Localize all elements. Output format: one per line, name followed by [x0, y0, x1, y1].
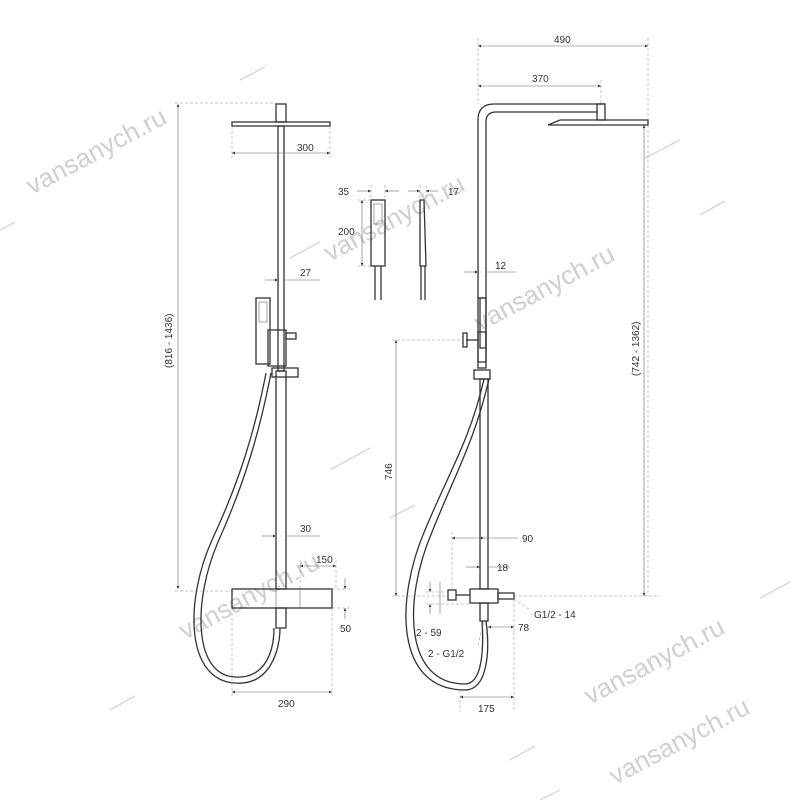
watermark-rule — [509, 745, 536, 761]
mixer-body — [469, 588, 499, 604]
hand-shower-detail: 35 17 200 — [338, 185, 460, 300]
dim-label-lower-pipe: 30 — [300, 524, 312, 535]
watermark-layer: vansanych.ru vansanych.ru vansanych.ru v… — [0, 66, 791, 800]
extension-line — [477, 620, 485, 646]
dim-label-hand-width-front: 35 — [338, 187, 350, 198]
slider-knob — [285, 332, 297, 340]
watermark-text: vansanych.ru — [319, 168, 470, 267]
watermark-text: vansanych.ru — [21, 101, 172, 200]
bath-outlet — [479, 602, 489, 622]
overhead-shower-plate — [547, 119, 649, 126]
dim-label-body-width: 290 — [278, 699, 295, 710]
hand-shower-front-hose — [374, 266, 382, 300]
watermark-rule — [699, 200, 726, 216]
shower-hose — [412, 378, 490, 685]
dim-label-upper-pipe: 12 — [495, 261, 507, 272]
watermark-text: vansanych.ru — [604, 691, 755, 790]
slider-holder — [267, 329, 287, 367]
dim-label-outlet-height: 746 — [384, 463, 395, 480]
hand-shower-spray-face — [258, 301, 268, 323]
dim-label-body-depth: 175 — [478, 704, 495, 715]
watermark-text: vansanych.ru — [469, 238, 620, 337]
shower-hose — [193, 372, 281, 684]
slider-clamp — [473, 369, 491, 380]
dim-label-pipe-diameter: 27 — [300, 268, 312, 279]
dim-label-hand-length: 200 — [338, 227, 355, 238]
watermark-text: vansanych.ru — [579, 611, 730, 710]
head-connector — [596, 103, 606, 121]
hand-shower-side-hose — [420, 266, 426, 300]
hand-shower-side — [419, 199, 427, 267]
spout — [497, 592, 515, 600]
dim-label-wall-offset: 90 — [522, 534, 534, 545]
dim-label-inlet-spacing: 2 - 59 — [416, 628, 442, 639]
dim-label-body-height: 50 — [340, 624, 352, 635]
dim-label-head-width: 300 — [297, 143, 314, 154]
hand-shower — [479, 297, 487, 349]
dim-label-pipe-offset: 18 — [497, 563, 509, 574]
dim-label-spout-length: 78 — [518, 623, 530, 634]
dim-label-inlet-thread: 2 - G1/2 — [428, 649, 465, 660]
mixer-knob — [447, 589, 457, 601]
dim-label-total-height: (816 - 1436) — [164, 314, 175, 368]
dim-label-arm-reach: 370 — [532, 74, 549, 85]
watermark-rule — [109, 695, 136, 711]
slider-knob-cap — [462, 332, 468, 348]
front-view: (816 - 1436) 300 27 30 150 50 290 — [164, 102, 352, 710]
slider-clamp — [271, 367, 299, 378]
dim-label-spout-thread: G1/2 - 14 — [534, 610, 576, 621]
dim-label-arm-total: 490 — [554, 35, 571, 46]
watermark-rule — [329, 447, 371, 471]
lower-pipe — [275, 370, 287, 590]
watermark-rule — [289, 241, 321, 259]
shower-head-connector — [275, 103, 287, 123]
watermark-rule — [389, 504, 416, 519]
upper-pipe — [277, 125, 285, 372]
shower-arm — [477, 103, 605, 298]
wall-inlet — [275, 607, 287, 629]
shower-hose — [405, 378, 489, 691]
watermark-rule — [0, 221, 16, 231]
shower-arm — [485, 111, 598, 298]
watermark-rule — [539, 789, 561, 800]
dim-label-thermostat-offset: 150 — [316, 555, 333, 566]
watermark-rule — [759, 581, 791, 599]
dim-label-height-range: (742 - 1362) — [631, 322, 642, 376]
watermark-rule — [239, 66, 266, 81]
hand-shower — [255, 297, 271, 365]
watermark-rule — [644, 139, 681, 159]
side-view: 490 370 12 (742 - 1362) 746 90 18 G1/2 -… — [384, 35, 660, 715]
extension-line — [513, 598, 531, 611]
hand-shower-front-spray-face — [373, 203, 383, 225]
shower-hose — [200, 372, 275, 678]
dim-label-hand-width-side: 17 — [448, 187, 460, 198]
hand-shower-front — [370, 199, 386, 267]
